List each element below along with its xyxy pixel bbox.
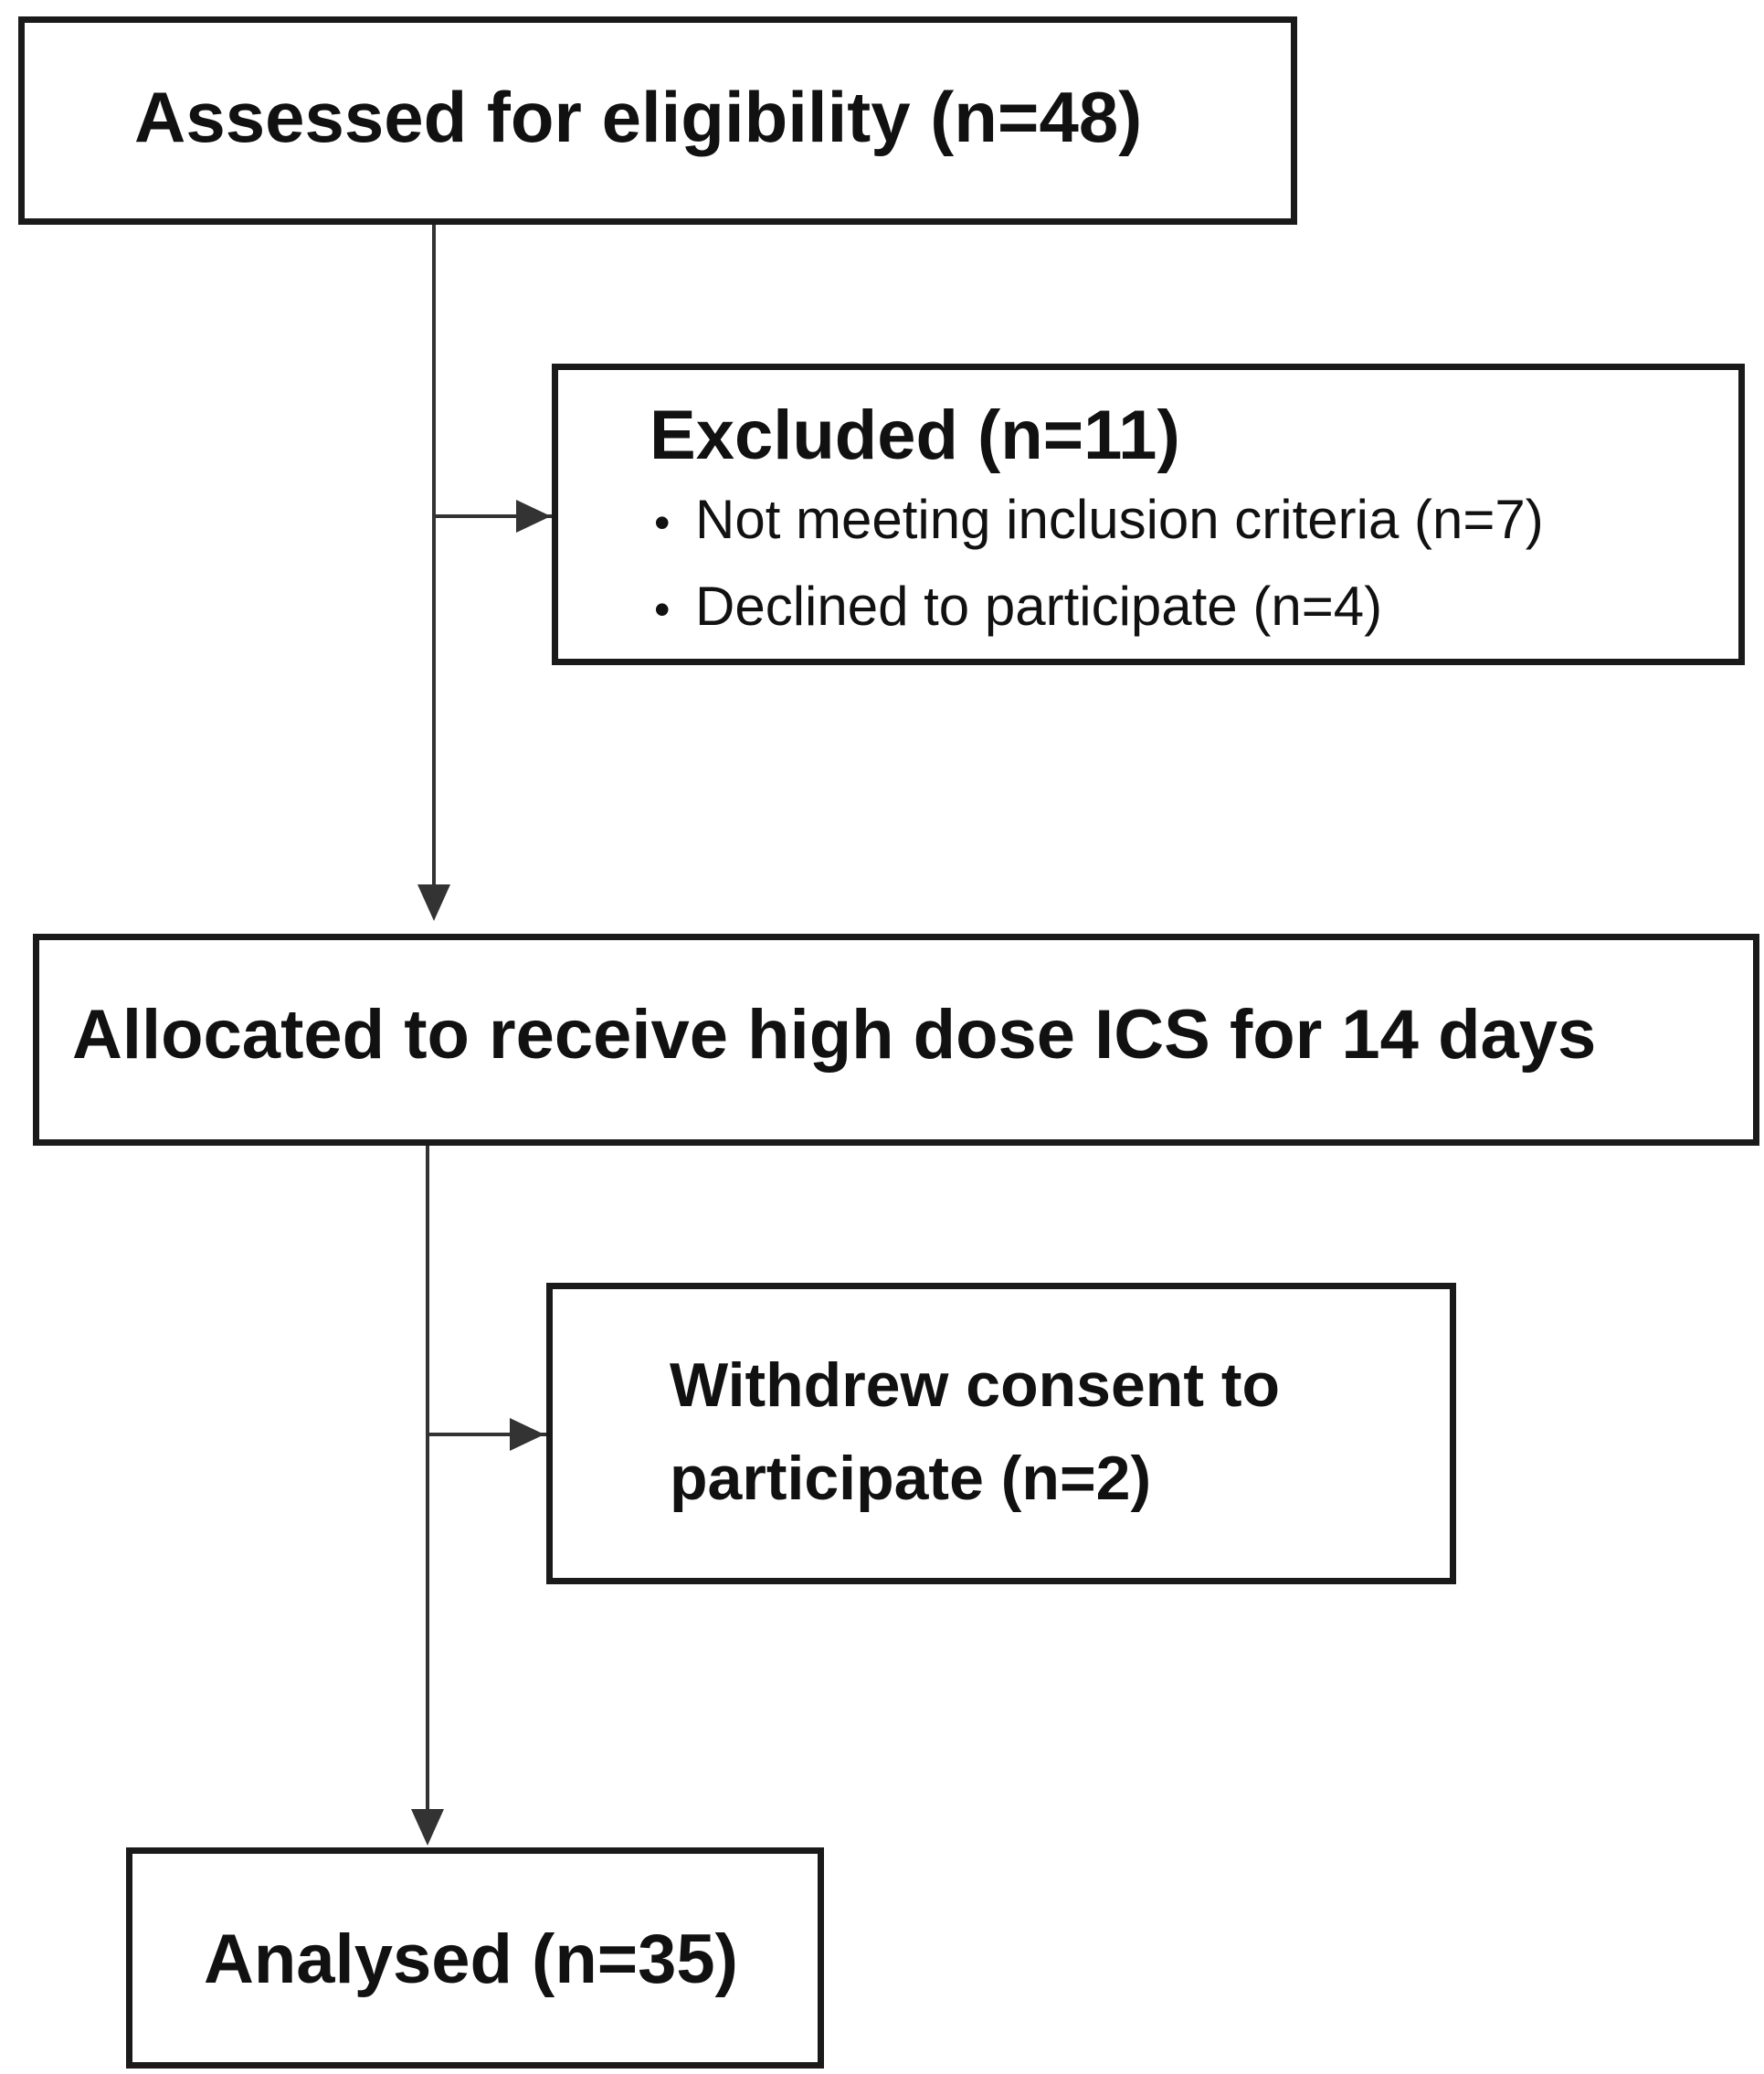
assessed-box: Assessed for eligibility (n=48): [18, 16, 1297, 225]
arrow-to-withdrew: [510, 1418, 544, 1451]
bullet-icon: •: [654, 497, 671, 548]
withdrew-line-2: participate (n=2): [670, 1444, 1152, 1513]
allocated-label: Allocated to receive high dose ICS for 1…: [72, 996, 1597, 1074]
arrow-to-analysed: [411, 1809, 444, 1846]
withdrew-box: Withdrew consent to participate (n=2): [546, 1283, 1456, 1584]
excluded-item-2-text: Declined to participate (n=4): [695, 576, 1383, 637]
excluded-box: Excluded (n=11) • Not meeting inclusion c…: [552, 364, 1745, 665]
arrow-to-excluded: [516, 500, 551, 533]
allocated-box: Allocated to receive high dose ICS for 1…: [33, 934, 1759, 1146]
excluded-item-2: • Declined to participate (n=4): [654, 565, 1544, 651]
analysed-box: Analysed (n=35): [126, 1847, 824, 2069]
branch-line-withdrew: [428, 1433, 546, 1436]
branch-line-excluded: [434, 514, 553, 518]
withdrew-line-1: Withdrew consent to: [670, 1350, 1281, 1420]
arrow-to-allocated: [417, 884, 450, 921]
excluded-item-1-text: Not meeting inclusion criteria (n=7): [695, 489, 1544, 550]
excluded-list: • Not meeting inclusion criteria (n=7) • D…: [654, 478, 1544, 651]
analysed-label: Analysed (n=35): [204, 1921, 738, 1998]
assessed-label: Assessed for eligibility (n=48): [134, 77, 1143, 157]
flow-line-2: [426, 1146, 429, 1836]
excluded-item-1: • Not meeting inclusion criteria (n=7): [654, 478, 1544, 565]
flow-line-1: [432, 225, 436, 888]
excluded-title: Excluded (n=11): [650, 397, 1180, 474]
bullet-icon: •: [654, 584, 671, 635]
